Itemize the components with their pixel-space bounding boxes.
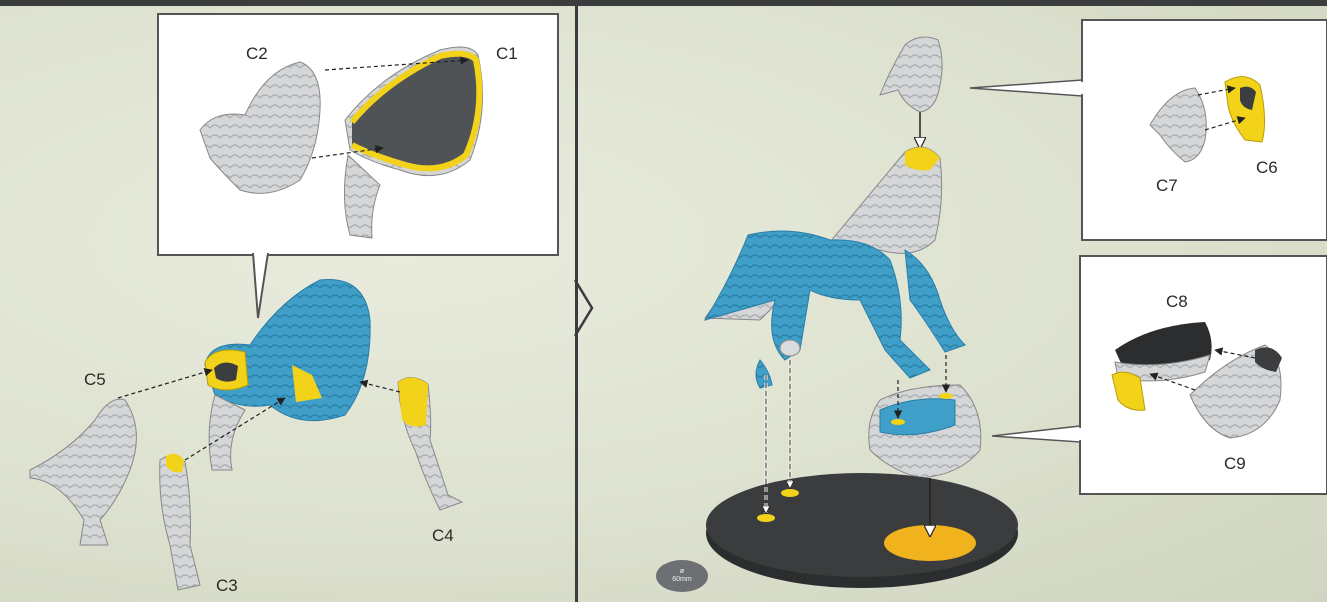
- label-c4: C4: [432, 526, 454, 546]
- part-c3: [160, 454, 200, 590]
- label-c1: C1: [496, 44, 518, 64]
- label-c7: C7: [1156, 176, 1178, 196]
- wolf-head-top: [880, 37, 942, 112]
- rock-callout-panel: [992, 256, 1327, 494]
- label-c3: C3: [216, 576, 238, 596]
- assembled-body: [205, 280, 370, 471]
- base-oval: [706, 473, 1018, 588]
- label-c5: C5: [84, 370, 106, 390]
- part-c5: [30, 399, 136, 545]
- rock-piece: [869, 385, 981, 478]
- label-c2: C2: [246, 44, 268, 64]
- label-c9: C9: [1224, 454, 1246, 474]
- label-c6: C6: [1256, 158, 1278, 178]
- label-c8: C8: [1166, 292, 1188, 312]
- head-callout-panel: [970, 20, 1327, 240]
- base-size-badge: ø 60mm: [656, 560, 708, 592]
- base-size-label: 60mm: [672, 576, 691, 584]
- assembled-wolf: [705, 147, 965, 388]
- part-c4: [398, 377, 462, 510]
- diameter-symbol: ø: [680, 568, 684, 576]
- top-strip: [0, 0, 1327, 6]
- section-divider: [575, 0, 578, 602]
